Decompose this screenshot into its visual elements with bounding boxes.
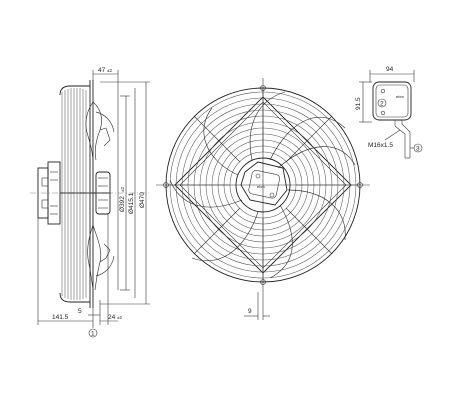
terminal-box-view: ebm 94 91.5 2 M16x1.5 3 (355, 66, 423, 159)
dim-overall-depth: 141.5 (52, 314, 69, 321)
dim-mid-dia: Ø415.1 (128, 192, 135, 214)
front-hub-label: ebm (257, 184, 265, 189)
side-view: 47 ±2 Ø392 ±2 Ø415.1 Ø470 5 141.5 (30, 67, 150, 338)
callout-1: 1 (91, 331, 95, 338)
side-blades (85, 101, 115, 291)
side-guard (59, 80, 94, 308)
front-hub: ebm (235, 157, 291, 213)
dim-outer-dia: Ø470 (139, 192, 146, 208)
dim-inner-dia-tol: ±2 (120, 187, 125, 192)
front-view: ebm 9 (156, 78, 370, 320)
dim-center-offset: 9 (248, 308, 252, 315)
front-blades (169, 91, 356, 279)
dim-box-width: 94 (386, 66, 394, 73)
terminal-box-label: ebm (396, 94, 404, 99)
dim-small-offset: 5 (78, 308, 82, 315)
front-dimensions: 9 (244, 292, 270, 320)
callout-2: 2 (380, 101, 384, 108)
dim-box-height: 91.5 (355, 97, 362, 110)
side-dimensions: 47 ±2 Ø392 ±2 Ø415.1 Ø470 5 141.5 (37, 67, 150, 338)
dim-top-offset: 47 (98, 67, 106, 74)
dim-inner-dia: Ø392 (119, 196, 126, 212)
dim-top-offset-tol: ±2 (107, 68, 112, 73)
dim-hub-offset: 24 (108, 314, 116, 321)
front-guard-spokes (166, 88, 360, 282)
dim-gland: M16x1.5 (368, 142, 393, 149)
callout-3: 3 (416, 146, 420, 153)
dim-hub-offset-tol: ±2 (117, 315, 122, 320)
